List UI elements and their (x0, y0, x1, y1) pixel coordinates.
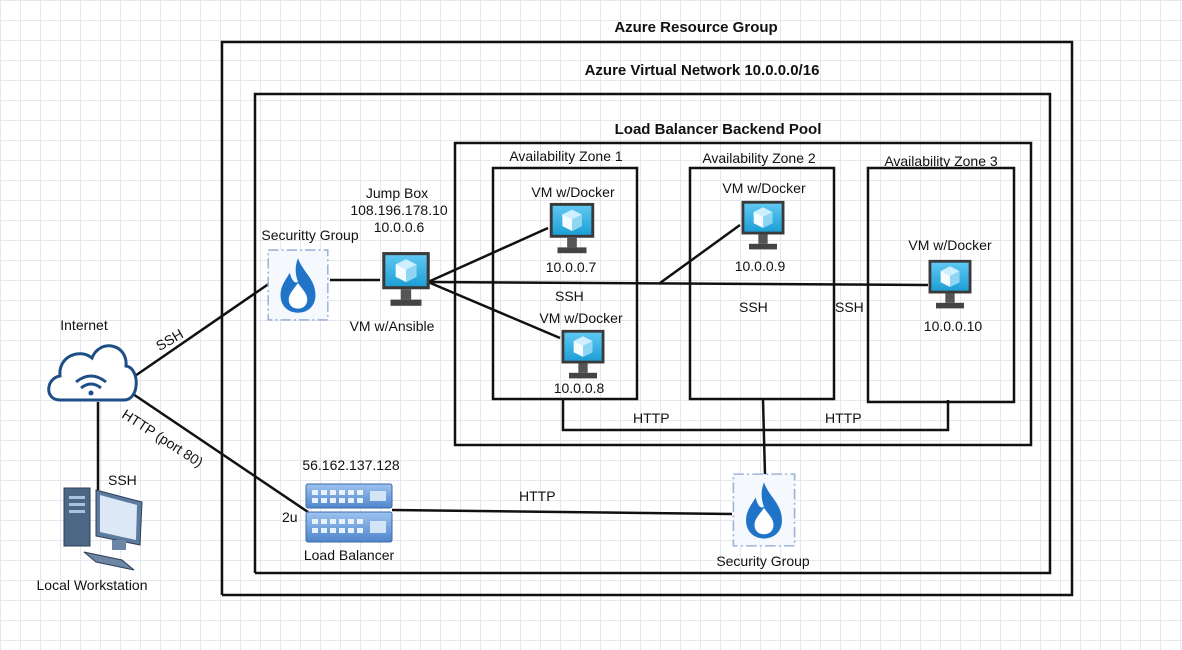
vnet-box (253, 92, 1052, 575)
pool-http-left-label: HTTP (633, 410, 670, 426)
local-workstation-label: Local Workstation (36, 577, 148, 593)
jumpbox-role: VM w/Ansible (349, 318, 435, 334)
jumpbox-to-vm1-line (427, 226, 549, 284)
load-balancer-ip: 56.162.137.128 (302, 457, 400, 473)
cloud-icon (47, 344, 138, 402)
vm1-ip: 10.0.0.7 (545, 259, 597, 275)
jumpbox-to-vm3-line (659, 223, 741, 285)
zone1-ssh-label: SSH (555, 288, 584, 304)
vm3-icon (741, 200, 785, 250)
internet-to-load-balancer-line (129, 390, 309, 514)
vm3-title: VM w/Docker (722, 180, 806, 196)
vm4-ip: 10.0.0.10 (923, 318, 983, 334)
security-group-top-label: Securitty Group (261, 227, 359, 243)
resource-group-box (220, 40, 1074, 597)
jumpbox-private-ip: 10.0.0.6 (373, 219, 425, 235)
workstation-icon (63, 487, 143, 571)
zone1-label: Availability Zone 1 (509, 148, 623, 164)
pool-to-security-group-line (761, 399, 767, 476)
zone3-ssh-label: SSH (835, 299, 864, 315)
vm1-icon (549, 202, 595, 254)
jumpbox-to-vm4-line (427, 280, 929, 287)
vm4-icon (928, 259, 972, 309)
vm3-ip: 10.0.0.9 (734, 258, 786, 274)
backend-pool-box (453, 141, 1033, 447)
zone2-ssh-label: SSH (739, 299, 768, 315)
pool-http-right-label: HTTP (825, 410, 862, 426)
workstation-ssh-label: SSH (108, 472, 137, 488)
connection-lines (96, 223, 950, 516)
zone3-box (866, 166, 1016, 404)
zone1-box (491, 166, 639, 401)
security-group-top-icon (267, 249, 329, 321)
lb-http-label: HTTP (519, 488, 556, 504)
load-balancer-size: 2u (282, 509, 298, 525)
backend-pool-title: Load Balancer Backend Pool (614, 121, 822, 138)
resource-group-title: Azure Resource Group (614, 19, 778, 36)
jumpbox-name: Jump Box (365, 185, 429, 201)
vm2-title: VM w/Docker (539, 310, 623, 326)
pool-http-line (561, 400, 950, 432)
load-balancer-label: Load Balancer (303, 547, 395, 563)
security-group-bottom-label: Security Group (716, 553, 810, 569)
vm2-ip: 10.0.0.8 (553, 380, 605, 396)
jumpbox-vm-icon (382, 252, 430, 306)
zone2-box (688, 166, 836, 401)
load-balancer-to-security-group-line (391, 508, 733, 516)
vm2-icon (561, 329, 605, 379)
vm1-title: VM w/Docker (531, 184, 615, 200)
vm4-title: VM w/Docker (908, 237, 992, 253)
internet-label: Internet (60, 317, 108, 333)
container-boxes (220, 40, 1074, 597)
jumpbox-public-ip: 108.196.178.10 (350, 202, 448, 218)
vnet-title: Azure Virtual Network 10.0.0.0/16 (584, 62, 820, 79)
zone2-label: Availability Zone 2 (702, 150, 816, 166)
security-group-bottom-icon (732, 473, 796, 547)
zone3-label: Availability Zone 3 (884, 153, 998, 169)
load-balancer-icon (305, 483, 393, 543)
internet-to-security-group-line (131, 281, 271, 380)
